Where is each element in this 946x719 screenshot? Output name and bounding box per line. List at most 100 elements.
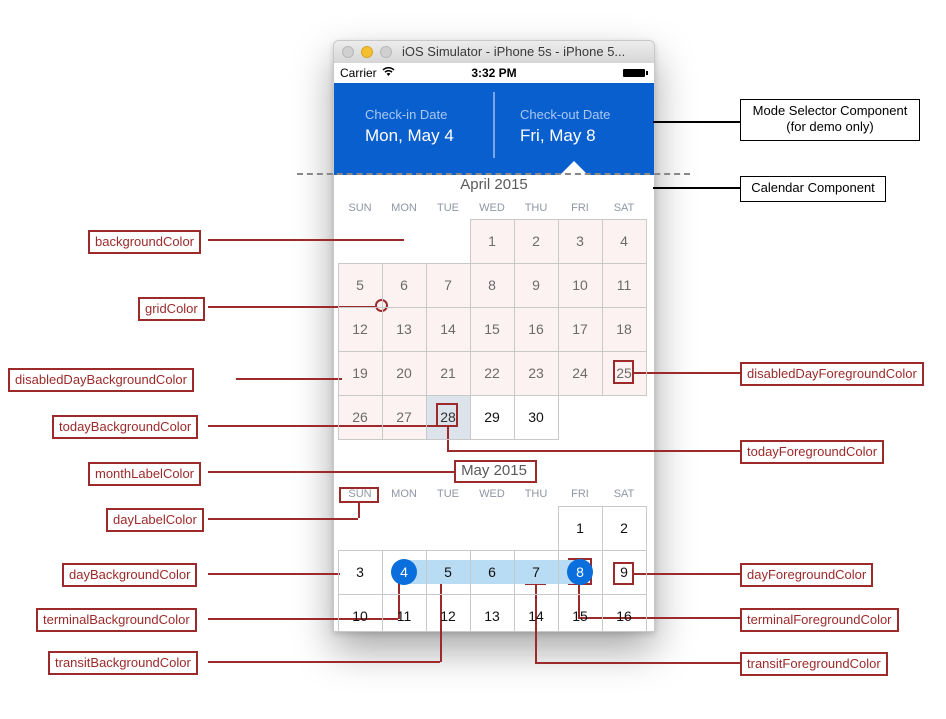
day-cell-april-5: 5 (338, 263, 382, 307)
annotation-marker (339, 487, 379, 503)
grid-line (602, 263, 603, 308)
transit-range-bar (514, 560, 558, 584)
grid-line (426, 351, 427, 396)
grid-line (602, 550, 603, 595)
day-cell-may-12[interactable]: 12 (426, 594, 470, 631)
day-number: 3 (356, 564, 364, 580)
annotation-leader (208, 471, 454, 473)
grid-line (382, 351, 427, 352)
day-cell-may-3[interactable]: 3 (338, 550, 382, 594)
grid-line (338, 307, 383, 308)
day-cell-april-14: 14 (426, 307, 470, 351)
grid-line (602, 506, 647, 507)
grid-line (470, 351, 515, 352)
day-cell-may-1[interactable]: 1 (558, 506, 602, 550)
day-cell-may-2[interactable]: 2 (602, 506, 646, 550)
day-number: 7 (532, 564, 540, 580)
grid-line (514, 307, 559, 308)
day-number: 11 (396, 608, 412, 624)
day-cell-may-10[interactable]: 10 (338, 594, 382, 631)
day-cell-april-24: 24 (558, 351, 602, 395)
grid-line (514, 550, 515, 595)
terminal-day-marker (391, 559, 417, 585)
day-label-thu: THU (524, 202, 548, 214)
day-number: 29 (484, 409, 500, 425)
day-number: 2 (532, 233, 540, 249)
grid-line (382, 263, 383, 308)
carrier-label: Carrier (340, 66, 377, 80)
day-number: 5 (356, 277, 364, 293)
grid-line (514, 594, 515, 631)
grid-line (470, 594, 471, 631)
grid-line (470, 307, 515, 308)
annotation-leader (208, 661, 440, 663)
day-number: 1 (576, 520, 584, 536)
grid-line (382, 263, 427, 264)
day-number: 6 (400, 277, 408, 293)
maximize-window-button[interactable] (380, 46, 392, 58)
day-cell-may-15[interactable]: 15 (558, 594, 602, 631)
grid-line (514, 550, 559, 551)
day-number: 14 (440, 321, 456, 337)
day-number: 30 (528, 409, 544, 425)
day-cell-may-16[interactable]: 16 (602, 594, 646, 631)
day-number: 2 (620, 520, 628, 536)
day-cell-april-6: 6 (382, 263, 426, 307)
day-number: 1 (488, 233, 496, 249)
grid-line (558, 550, 603, 551)
day-cell-april-23: 23 (514, 351, 558, 395)
day-cell-april-15: 15 (470, 307, 514, 351)
grid-line (602, 307, 647, 308)
annotation-disabled-day-background-color: disabledDayBackgroundColor (8, 368, 194, 392)
day-cell-may-11[interactable]: 11 (382, 594, 426, 631)
checkout-tab[interactable]: Check-out Date Fri, May 8 (520, 107, 610, 146)
checkin-tab[interactable]: Check-in Date Mon, May 4 (365, 107, 454, 146)
day-cell-april-28[interactable]: 28 (426, 395, 470, 439)
day-number: 17 (572, 321, 588, 337)
day-cell-april-30[interactable]: 30 (514, 395, 558, 439)
day-cell-april-18: 18 (602, 307, 646, 351)
status-bar: Carrier 3:32 PM (334, 63, 654, 83)
grid-line (338, 263, 383, 264)
close-window-button[interactable] (342, 46, 354, 58)
day-cell-april-19: 19 (338, 351, 382, 395)
annotation-leader (358, 503, 360, 518)
grid-line (602, 219, 603, 264)
grid-line (382, 594, 383, 631)
grid-line (338, 351, 339, 396)
minimize-window-button[interactable] (361, 46, 373, 58)
day-cell-april-29[interactable]: 29 (470, 395, 514, 439)
annotation-leader (208, 573, 340, 575)
grid-line (426, 594, 471, 595)
day-label-sun: SUN (348, 202, 372, 214)
calendar-leader (653, 187, 740, 189)
day-number: 22 (484, 365, 500, 381)
day-cell-april-13: 13 (382, 307, 426, 351)
grid-line (338, 439, 383, 440)
day-cell-may-13[interactable]: 13 (470, 594, 514, 631)
grid-line (382, 550, 427, 551)
grid-line (602, 219, 647, 220)
day-number: 3 (576, 233, 584, 249)
grid-line (558, 351, 559, 396)
grid-line (514, 594, 559, 595)
day-number: 24 (572, 365, 588, 381)
day-cell-april-22: 22 (470, 351, 514, 395)
grid-line (558, 594, 559, 631)
annotation-leader (208, 306, 375, 308)
day-cell-may-9[interactable]: 9 (602, 550, 646, 594)
day-number: 4 (400, 564, 408, 580)
grid-line (602, 506, 603, 551)
grid-line (646, 351, 647, 396)
grid-line (558, 219, 559, 264)
window-titlebar: iOS Simulator - iPhone 5s - iPhone 5... (334, 41, 654, 64)
annotation-leader (398, 582, 400, 619)
day-number: 12 (440, 608, 456, 624)
calendar-component-label: Calendar Component (740, 176, 886, 202)
annotation-leader (236, 378, 342, 380)
day-cell-april-20: 20 (382, 351, 426, 395)
grid-line (338, 263, 339, 308)
mode-selector-label-line2: (for demo only) (786, 119, 874, 134)
